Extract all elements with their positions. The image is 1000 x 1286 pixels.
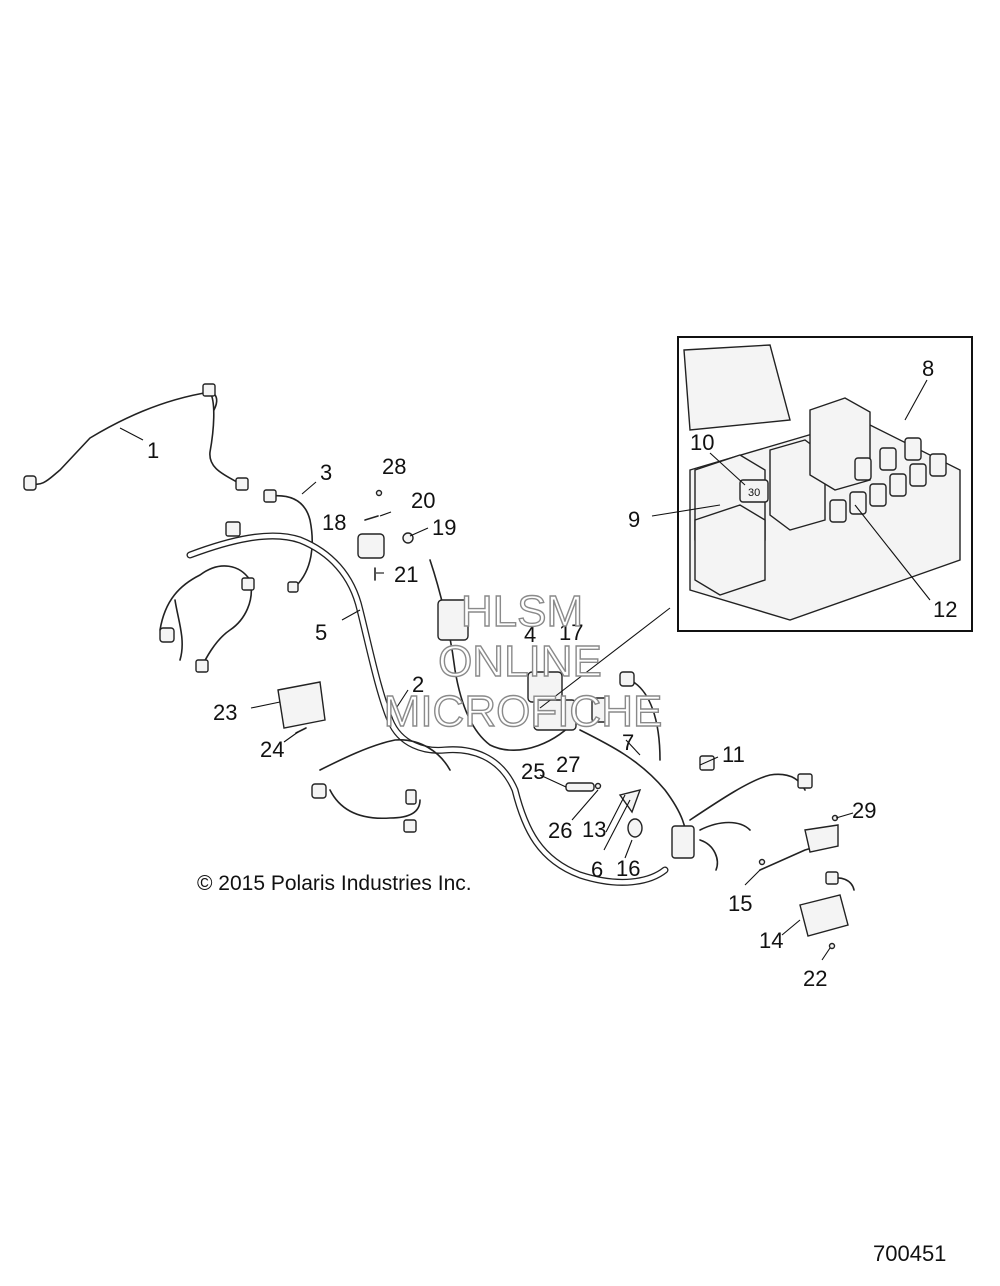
leader-lines bbox=[119, 379, 931, 961]
callout-23: 23 bbox=[213, 700, 237, 725]
callout-29: 29 bbox=[852, 798, 876, 823]
copyright-text: © 2015 Polaris Industries Inc. bbox=[197, 872, 472, 895]
callout-28: 28 bbox=[382, 454, 406, 479]
callout-7: 7 bbox=[622, 730, 634, 755]
callout-11: 11 bbox=[722, 742, 745, 767]
callout-6: 6 bbox=[591, 857, 603, 882]
harness-drawing bbox=[23, 383, 855, 950]
callout-5: 5 bbox=[315, 620, 327, 645]
callout-12: 12 bbox=[933, 597, 957, 622]
harness-5 bbox=[159, 565, 252, 671]
callout-18: 18 bbox=[322, 510, 346, 535]
fuse-box-inset: 30 bbox=[677, 336, 973, 632]
callout-21: 21 bbox=[394, 562, 418, 587]
callout-14: 14 bbox=[759, 928, 783, 953]
harness-3 bbox=[269, 494, 313, 587]
callout-4: 4 bbox=[524, 622, 536, 647]
callout-25: 25 bbox=[521, 759, 545, 784]
callout-26: 26 bbox=[548, 818, 572, 843]
regulator-14 bbox=[799, 894, 849, 937]
callout-3: 3 bbox=[320, 460, 332, 485]
callout-24: 24 bbox=[260, 737, 284, 762]
relay-18 bbox=[357, 533, 385, 559]
callout-labels: 1 2 3 4 5 6 7 8 9 10 11 12 13 14 15 16 1… bbox=[147, 356, 957, 991]
callout-9: 9 bbox=[628, 507, 640, 532]
watermark: HLSM ONLINE MICROFICHE bbox=[383, 586, 663, 736]
callout-8: 8 bbox=[922, 356, 934, 381]
watermark-line-3: MICROFICHE bbox=[384, 687, 663, 736]
fuse-row bbox=[829, 437, 947, 523]
harness-1 bbox=[29, 391, 241, 486]
watermark-line-1: HLSM bbox=[461, 587, 583, 636]
relay-label: 30 bbox=[748, 487, 760, 499]
callout-16: 16 bbox=[616, 856, 640, 881]
harness-1-connector bbox=[23, 475, 37, 491]
callout-15: 15 bbox=[728, 891, 752, 916]
callout-20: 20 bbox=[411, 488, 435, 513]
callout-19: 19 bbox=[432, 515, 456, 540]
ecu-23 bbox=[277, 681, 326, 729]
callout-17: 17 bbox=[559, 620, 583, 645]
callout-10: 10 bbox=[690, 430, 714, 455]
watermark-line-2: ONLINE bbox=[438, 637, 602, 686]
callout-27: 27 bbox=[556, 752, 580, 777]
callout-13: 13 bbox=[582, 817, 606, 842]
callout-2: 2 bbox=[412, 672, 424, 697]
callout-22: 22 bbox=[803, 966, 827, 991]
callout-1: 1 bbox=[147, 438, 159, 463]
document-number: 700451 bbox=[873, 1241, 946, 1266]
grommet-16 bbox=[627, 818, 643, 838]
fuse-box-connector bbox=[437, 599, 469, 641]
